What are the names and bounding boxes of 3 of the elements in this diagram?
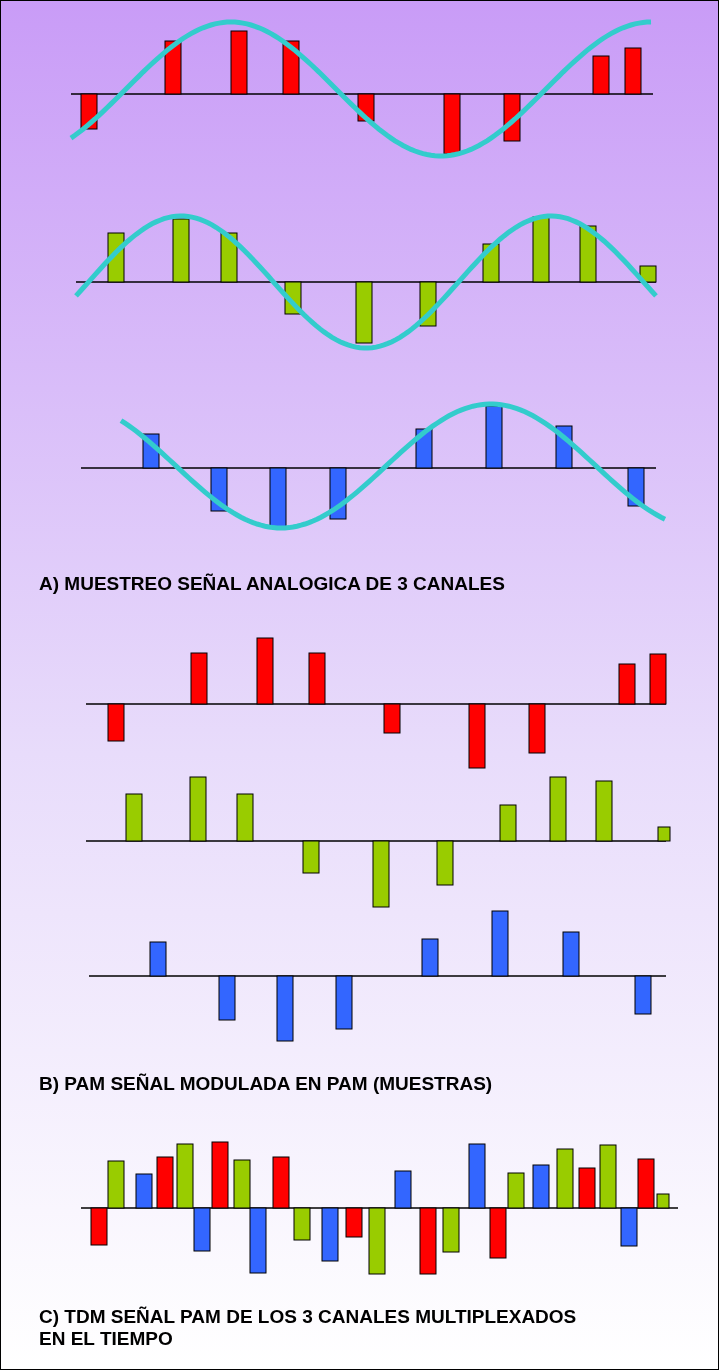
caption: A) MUESTREO SEÑAL ANALOGICA DE 3 CANALES [39,573,506,595]
caption: B) PAM SEÑAL MODULADA EN PAM (MUESTRAS) [39,1073,494,1095]
caption: C) TDM SEÑAL PAM DE LOS 3 CANALES MULTIPLEXADOS EN EL TIEMPO [39,1306,578,1350]
